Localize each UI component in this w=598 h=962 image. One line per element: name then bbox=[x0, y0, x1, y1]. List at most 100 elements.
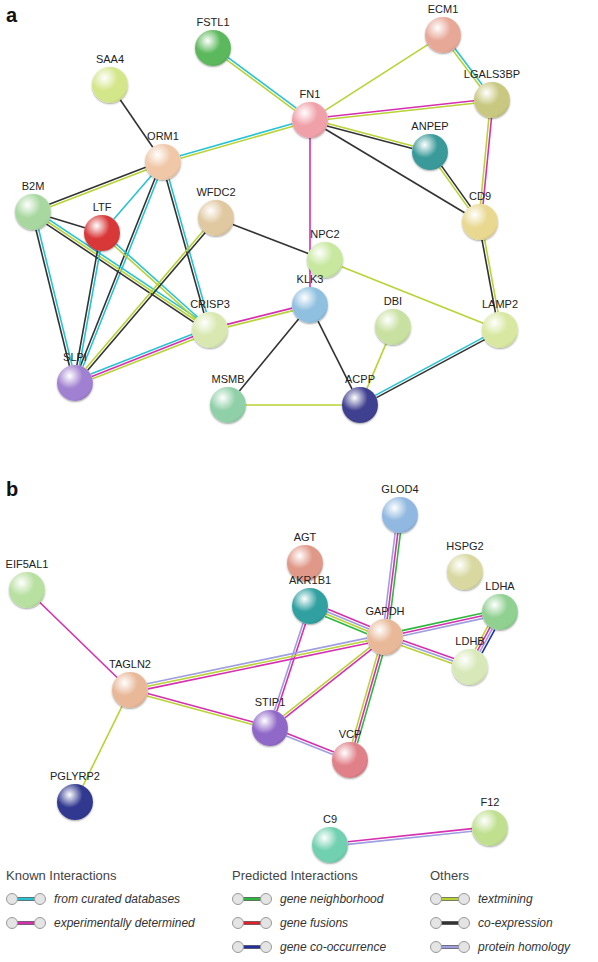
protein-label: ORM1 bbox=[147, 130, 179, 142]
evidence-line bbox=[181, 126, 293, 158]
evidence-line bbox=[287, 734, 334, 753]
evidence-line bbox=[86, 231, 204, 369]
evidence-line bbox=[227, 308, 292, 324]
interaction-edge bbox=[328, 101, 474, 120]
legend-text: gene fusions bbox=[280, 916, 348, 930]
protein-label: LDHB bbox=[455, 635, 484, 647]
protein-label: SLPI bbox=[63, 351, 87, 363]
protein-node: LGALS3BP bbox=[474, 82, 510, 118]
evidence-line bbox=[147, 696, 252, 725]
evidence-line bbox=[402, 643, 453, 661]
interaction-edge bbox=[401, 641, 454, 664]
evidence-line bbox=[377, 340, 485, 398]
protein-node: ECM1 bbox=[425, 17, 461, 53]
protein-node: LTF bbox=[84, 215, 120, 251]
protein-label: CRISP3 bbox=[190, 298, 230, 310]
evidence-line bbox=[39, 229, 72, 365]
protein-label: MSMB bbox=[212, 373, 245, 385]
legend-sample bbox=[232, 940, 272, 954]
interaction-edge bbox=[246, 405, 342, 406]
legend-sample bbox=[430, 892, 470, 906]
evidence-line bbox=[375, 337, 483, 395]
interaction-edge bbox=[325, 129, 464, 212]
interaction-edge bbox=[402, 613, 483, 635]
evidence-line bbox=[326, 614, 368, 631]
protein-label: LGALS3BP bbox=[464, 68, 520, 80]
evidence-line bbox=[325, 617, 367, 634]
legend-heading: Known Interactions bbox=[6, 868, 117, 883]
legend-heading: Predicted Interactions bbox=[232, 868, 358, 883]
interaction-edge bbox=[40, 603, 117, 678]
interaction-edge bbox=[325, 609, 370, 633]
protein-label: PGLYRP2 bbox=[50, 770, 100, 782]
legend-text: textmining bbox=[478, 892, 533, 906]
evidence-line bbox=[228, 58, 296, 108]
evidence-line bbox=[114, 176, 152, 220]
legend-text: from curated databases bbox=[54, 892, 180, 906]
evidence-line bbox=[328, 123, 413, 146]
evidence-line bbox=[239, 319, 298, 391]
legend-item: from curated databases bbox=[6, 892, 180, 906]
protein-label: ECM1 bbox=[428, 3, 459, 15]
legend-item: gene fusions bbox=[232, 916, 348, 930]
evidence-line bbox=[80, 251, 101, 366]
protein-node: EIF5AL1 bbox=[9, 572, 45, 608]
evidence-line bbox=[401, 645, 452, 663]
evidence-line bbox=[169, 179, 206, 312]
interaction-edge bbox=[91, 334, 194, 379]
protein-label: EIF5AL1 bbox=[6, 558, 49, 570]
legend-sample bbox=[430, 940, 470, 954]
protein-node: FN1 bbox=[292, 102, 328, 138]
legend-item: experimentally determined bbox=[6, 916, 195, 930]
protein-node: VCP bbox=[332, 742, 368, 778]
interaction-edge bbox=[439, 166, 470, 208]
evidence-line bbox=[77, 251, 98, 366]
protein-label: NPC2 bbox=[310, 228, 339, 240]
protein-node: SLPI bbox=[57, 365, 93, 401]
interaction-edge bbox=[375, 337, 484, 397]
evidence-line bbox=[93, 339, 195, 379]
interaction-edge bbox=[227, 308, 293, 327]
protein-node: STIP1 bbox=[252, 710, 288, 746]
interaction-edge bbox=[47, 220, 197, 322]
evidence-line bbox=[342, 267, 484, 324]
legend-sample bbox=[6, 892, 46, 906]
evidence-line bbox=[227, 60, 295, 111]
protein-label: FN1 bbox=[300, 88, 321, 100]
evidence-line bbox=[439, 167, 468, 208]
protein-label: AKR1B1 bbox=[289, 574, 331, 586]
protein-node: ACPP bbox=[342, 387, 378, 423]
interaction-edge bbox=[233, 225, 308, 254]
evidence-line bbox=[233, 225, 308, 254]
protein-node: MSMB bbox=[210, 387, 246, 423]
protein-label: DBI bbox=[384, 295, 402, 307]
interaction-edge bbox=[283, 647, 371, 718]
legend-text: protein homology bbox=[478, 940, 570, 954]
protein-node: FSTL1 bbox=[195, 30, 231, 66]
protein-label: TAGLN2 bbox=[109, 658, 151, 670]
protein-label: KLK3 bbox=[297, 273, 324, 285]
evidence-line bbox=[36, 230, 69, 366]
interaction-edge bbox=[227, 58, 297, 111]
protein-label: LTF bbox=[93, 201, 112, 213]
evidence-line bbox=[325, 45, 428, 111]
protein-node: CRISP3 bbox=[192, 312, 228, 348]
protein-label: SAA4 bbox=[96, 53, 124, 65]
protein-label: AGT bbox=[294, 531, 317, 543]
protein-label: GAPDH bbox=[365, 605, 404, 617]
protein-node: GLOD4 bbox=[382, 497, 418, 533]
protein-node: CD9 bbox=[462, 204, 498, 240]
interaction-edge bbox=[167, 179, 207, 313]
interaction-edge bbox=[453, 49, 482, 87]
protein-node: NPC2 bbox=[307, 242, 343, 278]
evidence-line bbox=[325, 129, 464, 212]
evidence-line bbox=[147, 638, 367, 684]
protein-node: WFDC2 bbox=[198, 200, 234, 236]
evidence-line bbox=[148, 643, 368, 689]
protein-node: ORM1 bbox=[145, 144, 181, 180]
protein-label: GLOD4 bbox=[381, 483, 418, 495]
legend-sample bbox=[232, 892, 272, 906]
protein-label: B2M bbox=[22, 180, 45, 192]
